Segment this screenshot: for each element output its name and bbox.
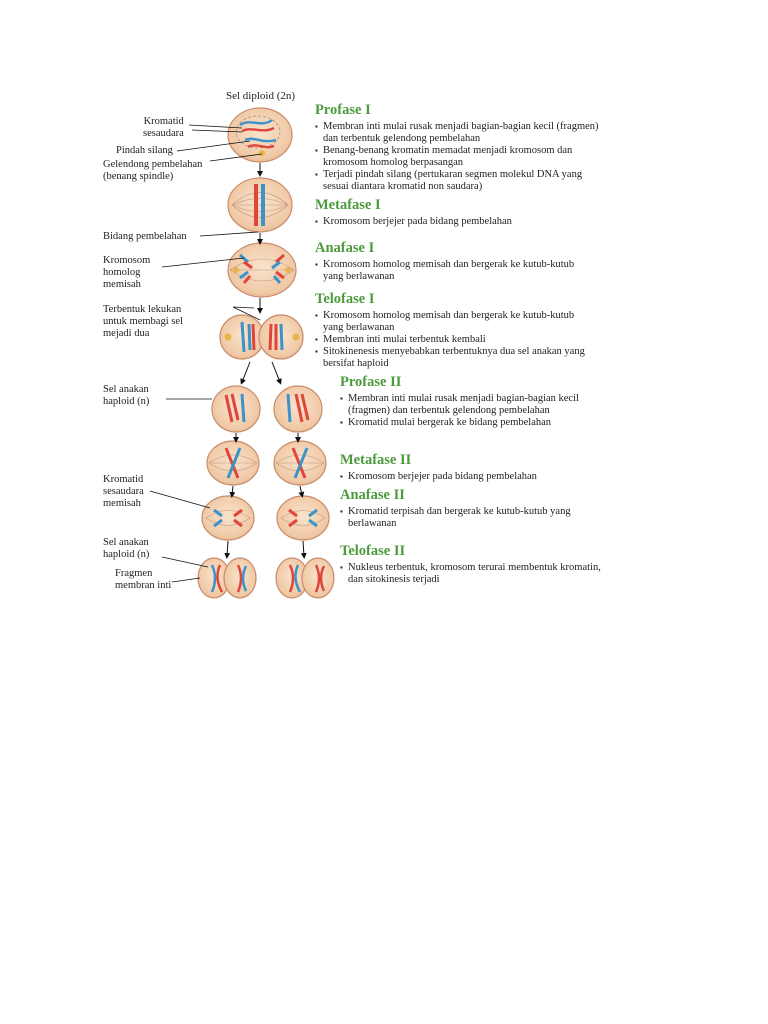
cell-anafase-1 bbox=[227, 242, 297, 298]
phase-title: Telofase II bbox=[340, 543, 406, 559]
cell-metafase-1 bbox=[227, 177, 293, 233]
phase-item: Membran inti mulai rusak menjadi bagian-… bbox=[340, 393, 580, 417]
arrows-second-division bbox=[224, 433, 307, 559]
label-gelendong-pembelahan: Gelendong pembelahan (benang spindle) bbox=[103, 159, 203, 182]
phase-item: Terjadi pindah silang (pertukaran segmen… bbox=[315, 169, 605, 193]
label-pindah-silang: Pindah silang bbox=[116, 145, 173, 156]
cell-metafase-2 bbox=[206, 440, 327, 486]
label-sel-diploid: Sel diploid (2n) bbox=[226, 90, 296, 102]
cell-profase-1 bbox=[227, 107, 293, 163]
cell-telofase-1 bbox=[219, 314, 304, 360]
phase-profase-1: Profase I Membran inti mulai rusak menja… bbox=[315, 102, 605, 193]
phase-item: Sitokinenesis menyebabkan terbentuknya d… bbox=[315, 346, 595, 370]
phase-item: Nukleus terbentuk, kromosom terurai memb… bbox=[340, 562, 610, 586]
label-kromosom-homolog: Kromosom homolog memisah bbox=[103, 255, 151, 290]
label-sel-anakan-1: Sel anakan haploid (n) bbox=[103, 384, 150, 407]
phase-item: Kromosom berjejer pada bidang pembelahan bbox=[340, 471, 600, 483]
label-fragmen-membran: Fragmen membran inti bbox=[115, 568, 172, 591]
phase-item: Kromosom homolog memisah dan bergerak ke… bbox=[315, 310, 595, 334]
phase-profase-2: Profase II Membran inti mulai rusak menj… bbox=[340, 374, 580, 429]
cell-profase-2 bbox=[211, 385, 323, 433]
phase-title: Anafase II bbox=[340, 487, 405, 503]
phase-item: Kromatid terpisah dan bergerak ke kutub-… bbox=[340, 506, 610, 530]
phase-metafase-2: Metafase II Kromosom berjejer pada bidan… bbox=[340, 452, 600, 483]
phase-title: Telofase I bbox=[315, 291, 375, 307]
label-terbentuk-lekukan: Terbentuk lekukan untuk membagi sel meja… bbox=[103, 304, 183, 339]
leader-lines bbox=[149, 124, 263, 583]
phase-item: Membran inti mulai terbentuk kembali bbox=[315, 334, 595, 346]
phase-title: Metafase I bbox=[315, 197, 381, 213]
phase-anafase-2: Anafase II Kromatid terpisah dan bergera… bbox=[340, 487, 610, 530]
phase-metafase-1: Metafase I Kromosom berjejer pada bidang… bbox=[315, 197, 605, 228]
phase-telofase-1: Telofase I Kromosom homolog memisah dan … bbox=[315, 291, 595, 370]
label-kromatid-memisah: Kromatid sesaudara memisah bbox=[103, 474, 144, 509]
arrows-first-division bbox=[240, 163, 282, 385]
cell-anafase-2 bbox=[201, 495, 330, 541]
label-kromatid-sesaudara: Kromatid sesaudara bbox=[143, 116, 184, 139]
phase-item: Benang-benang kromatin memadat menjadi k… bbox=[315, 145, 605, 169]
phase-item: Kromosom berjejer pada bidang pembelahan bbox=[315, 216, 605, 228]
phase-title: Profase II bbox=[340, 374, 402, 390]
phase-title: Profase I bbox=[315, 102, 371, 118]
phase-item: Kromosom homolog memisah dan bergerak ke… bbox=[315, 259, 590, 283]
phase-item: Kromatid mulai bergerak ke bidang pembel… bbox=[340, 417, 580, 429]
phase-anafase-1: Anafase I Kromosom homolog memisah dan b… bbox=[315, 240, 590, 283]
phase-title: Anafase I bbox=[315, 240, 375, 256]
phase-telofase-2: Telofase II Nukleus terbentuk, kromosom … bbox=[340, 543, 610, 586]
label-bidang-pembelahan: Bidang pembelahan bbox=[103, 231, 187, 242]
phase-item: Membran inti mulai rusak menjadi bagian-… bbox=[315, 121, 605, 145]
phase-title: Metafase II bbox=[340, 452, 412, 468]
label-sel-anakan-2: Sel anakan haploid (n) bbox=[103, 537, 150, 560]
cell-telofase-2 bbox=[197, 557, 335, 599]
